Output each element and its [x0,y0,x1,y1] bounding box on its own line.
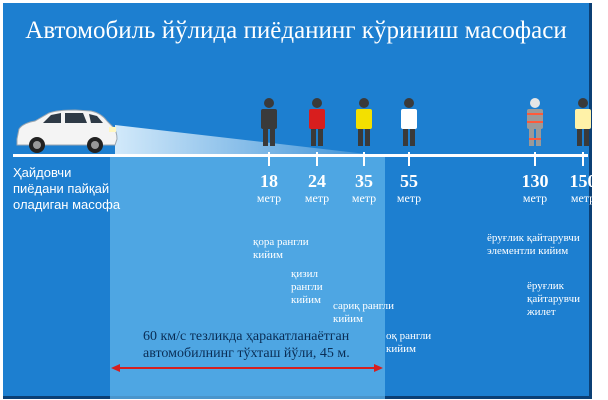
unit-label: метр [304,191,330,205]
unit-label: метр [522,191,548,205]
driver-detection-label: Ҳайдовчи пиёдани пайқай оладиган масофа [13,165,121,212]
distance-18: 18 [260,171,278,191]
clothing-label-reflective-vest: ёруғлик қайтарувчи жилет [527,280,580,318]
distance-150: 150 [569,171,597,191]
clothing-label-red: қизил рангли кийим [291,268,323,306]
tick-35 [363,152,365,166]
slide: Автомобиль йўлида пиёданинг кўриниш масо… [3,3,597,399]
unit-label: метр [396,191,422,205]
pedestrian-black-icon [261,98,277,146]
stopping-distance-text: 60 км/с тезликда ҳаракатланаётган автомо… [143,329,350,361]
distance-55: 55 [400,171,418,191]
distance-130: 130 [521,171,549,191]
clothing-label-black: қора рангли кийим [253,236,309,261]
unit-label: метр [351,191,377,205]
tick-55 [408,152,410,166]
clothing-label-reflective-elements: ёруғлик қайтарувчи элементли кийим [487,232,580,257]
distance-24: 24 [308,171,326,191]
unit-label: метр [570,191,596,205]
clothing-label-yellow: сариқ рангли кийим [333,300,394,325]
unit-label: метр [256,191,282,205]
slide-title: Автомобиль йўлида пиёданинг кўриниш масо… [25,17,567,44]
pedestrian-yellow-icon [356,98,372,146]
tick-150 [582,152,584,166]
pedestrian-white-icon [401,98,417,146]
stopping-distance-arrow [111,364,383,372]
clothing-label-white: оқ рангли кийим [386,330,432,355]
stopping-distance-zone [110,155,385,399]
distance-35: 35 [355,171,373,191]
pedestrian-reflective-vest-icon [575,98,591,146]
tick-24 [316,152,318,166]
pedestrian-red-icon [309,98,325,146]
car-icon [16,109,118,153]
tick-130 [534,152,536,166]
headlight-beam [115,125,375,155]
distance-axis [13,154,588,157]
pedestrian-reflective-elements-icon [527,98,543,146]
tick-18 [268,152,270,166]
